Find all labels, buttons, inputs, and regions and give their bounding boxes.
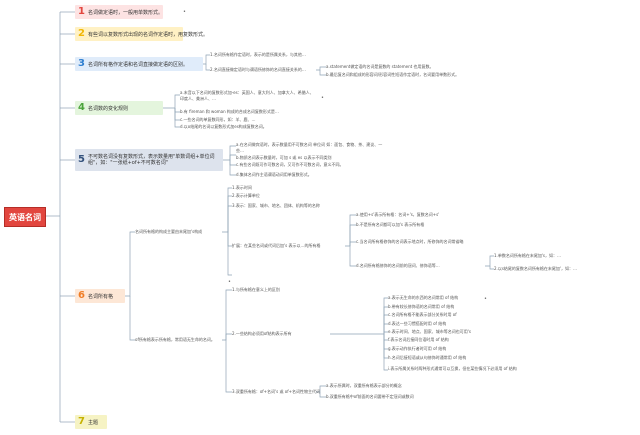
branch-b-note: 3.双重所有格：of+名词's 或 of+名词性物主代词 — [232, 389, 320, 394]
branch-b-subnote: c.名词所有格不能表示部分关系时用 of — [388, 312, 457, 317]
collapse-dot[interactable]: • — [484, 296, 487, 302]
topic-5-label: 不可数名词没有复数形式，表示数量用"单数词组+单位词组"，如："一张纸+of+不… — [87, 154, 215, 166]
topic-2-label: 有些词以复数形式出现的名词作定语时，用复数形式。 — [87, 31, 208, 38]
collapse-dot[interactable]: • — [321, 95, 324, 101]
branch-a-subnote2: 2.以s结尾的复数名词所有格在末尾加'，如：… — [494, 266, 577, 271]
collapse-dot[interactable]: • — [228, 279, 231, 285]
topic-5-note: b.物质名词表示数量时，可加 s 或 es 以表示不同类别 — [236, 155, 332, 160]
topic-4-number: 4 — [78, 102, 85, 113]
branch-a-subnote2: 1.单数名词所有格在末尾加's，如：… — [494, 253, 561, 258]
branch-b-subnote: b.带有较长修饰语的名词常用 of 结构 — [388, 304, 455, 309]
topic-5-note: d.集体名词作主语谓语动词用单复数形式。 — [236, 172, 312, 177]
branch-a-note: 2.表示计算单位 — [232, 193, 260, 198]
topic-5-note: c.有些名词既可作可数名词，又可作不可数名词，意义不同。 — [236, 162, 344, 167]
topic-6[interactable]: 6 名词所有格 — [75, 289, 125, 303]
topic-6-number: 6 — [78, 290, 85, 301]
root-topic[interactable]: 英语名词 — [4, 207, 46, 227]
topic-1-label: 名词做定语时，一般用单数形式。 — [87, 9, 163, 16]
branch-b-subnote: a.表示无生命的东西的名词常用 of 结构 — [388, 295, 459, 300]
branch-b-subnote: d.表达一些习惯搭配时用 of 结构 — [388, 321, 447, 326]
topic-3-note: 1.名词所有格作定语时，表示的是所属关系，与其他… — [210, 52, 306, 57]
branch-b-subnote: f.表示名词后接同位语时用 of 结构 — [388, 337, 449, 342]
topic-1-number: 1 — [78, 6, 85, 17]
topic-7-label: 主题 — [87, 419, 98, 426]
branch-a-note: 1.表示时间 — [232, 185, 252, 190]
topic-4-note: d.以o结尾的名词以复数形式加es构成复数名词。 — [180, 124, 267, 129]
topic-4-note: a.末音以下名词的复数形式加-es：英国人、意大利人、加拿大人、希腊人、印度人、… — [180, 90, 314, 101]
branch-b-subnote: i.表示所属关系时两种形式通常可以互换，但在某些情况下必须用 of 结构 — [388, 366, 517, 371]
topic-3-subnote: b.最后复名词和组成的形容词/形容词性短语作定语时，名词要用单数形式。 — [326, 72, 460, 77]
topic-2-number: 2 — [78, 28, 85, 39]
topic-6-branch-b-label[interactable]: of所有格表示所有格，常用语无生命的名词。 — [135, 337, 215, 342]
topic-7[interactable]: 7 主题 — [75, 415, 107, 429]
branch-b-subnote: h.名词后接短语或从句修饰时通常用 of 结构 — [388, 355, 467, 360]
branch-b-subnote: e.表示时间、地点、国家、城市等名词也可用's — [388, 329, 471, 334]
topic-3-number: 3 — [78, 58, 85, 69]
topic-5-number: 5 — [78, 154, 85, 165]
topic-4[interactable]: 4 名词数的变化规则 — [75, 101, 163, 115]
branch-a-subnote: d.名词所有格修饰的名词前的冠词、修饰语等… — [356, 263, 440, 268]
topic-2[interactable]: 2 有些词以复数形式出现的名词作定语时，用复数形式。 — [75, 27, 208, 41]
branch-b-note: 2.一些结构必须用of结构表示所有 — [232, 331, 292, 336]
topic-1[interactable]: 1 名词做定语时，一般用单数形式。 — [75, 5, 163, 19]
branch-c-subnote: a.表示所属时，双重所有格表示部分的概念 — [326, 383, 402, 388]
branch-a-subnote: c.当名词所有格修饰的名词表示地点时，所修饰的名词常省略 — [356, 239, 464, 244]
topic-5-note: a.在名词做宾语时，表示数量用不可数名词 单位词 如：面包、食物、茶、建议、一些… — [236, 142, 383, 153]
topic-3-label: 名词所有格作定语和名词直接做定语的区别。 — [87, 61, 188, 68]
topic-4-note: c.一些名词的单复数同形，如：羊、鹿、… — [180, 117, 256, 122]
topic-6-label: 名词所有格 — [87, 293, 113, 300]
branch-b-subnote: g.表示动作执行者时可用 of 结构 — [388, 346, 447, 351]
branch-a-note: 3.表示：国家、城市、地名、团体、机构等的名称 — [232, 203, 320, 208]
collapse-dot[interactable]: • — [183, 9, 186, 15]
topic-3-note: 2.名词直接做定语时与谓语所修饰的名词直接关系的… — [210, 67, 306, 72]
topic-5[interactable]: 5 不可数名词没有复数形式，表示数量用"单数词组+单位词组"，如："一张纸+of… — [75, 149, 223, 171]
topic-3[interactable]: 3 名词所有格作定语和名词直接做定语的区别。 — [75, 57, 203, 71]
branch-a-note: 扩展：在某些名词或代词后加's 表示以…的所有格 — [232, 243, 321, 248]
branch-b-note: 1.与所有格在意义上的区别 — [232, 287, 280, 292]
branch-a-subnote: b.不是所有名词都可以加's 表示所有格 — [356, 222, 425, 227]
topic-4-label: 名词数的变化规则 — [87, 105, 128, 112]
topic-3-subnote: a.statement做定语的名词是复数的 statement 也用复数。 — [326, 64, 434, 69]
topic-4-note: b.有 fireman 和 woman 构成的合成名词复数形式是… — [180, 109, 279, 114]
topic-7-number: 7 — [78, 416, 85, 427]
branch-a-subnote: a.使用+s'表示所有格：名词+'s，复数名词+s' — [356, 212, 440, 217]
topic-6-branch-a-label[interactable]: 名词所有格的构成主要由末尾加's构成 — [135, 229, 203, 234]
branch-c-subnote: b.双重所有格中of前面的名词要带不定冠词或数词 — [326, 394, 414, 399]
